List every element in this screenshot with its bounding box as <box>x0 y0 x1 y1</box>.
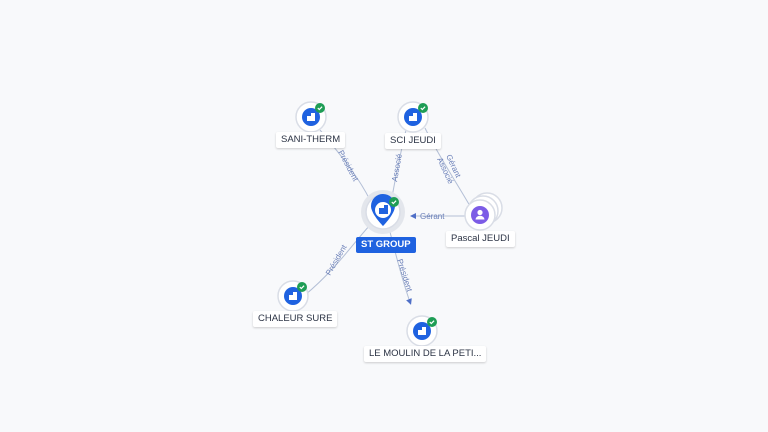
node-le-moulin[interactable] <box>406 315 438 347</box>
node-label-center[interactable]: ST GROUP <box>356 237 416 253</box>
edge-label-center-moulin: Président <box>395 258 414 294</box>
node-sani-therm[interactable] <box>295 101 327 133</box>
edge-label-center-sci: Associé <box>390 153 404 183</box>
edge-label-center-chaleur: Président <box>324 243 349 277</box>
node-label-le-moulin[interactable]: LE MOULIN DE LA PETI... <box>364 346 487 362</box>
node-sci-jeudi[interactable] <box>397 101 429 133</box>
company-icon <box>418 327 426 335</box>
edge-label-center-sani: Président <box>336 149 360 184</box>
node-label-sci-jeudi[interactable]: SCI JEUDI <box>385 133 441 149</box>
company-icon <box>409 113 417 121</box>
edge-label-pascal-center: Gérant <box>420 212 445 221</box>
node-label-pascal-jeudi[interactable]: Pascal JEUDI <box>446 231 515 247</box>
edge-center-chaleur <box>304 224 371 296</box>
node-label-sani-therm[interactable]: SANI-THERM <box>276 132 346 148</box>
node-center[interactable] <box>361 190 405 234</box>
company-icon <box>289 292 297 300</box>
node-label-chaleur-sure[interactable]: CHALEUR SURE <box>253 311 338 327</box>
company-icon <box>307 113 315 121</box>
company-icon <box>379 205 388 214</box>
node-pascal-jeudi[interactable] <box>464 192 503 231</box>
node-chaleur-sure[interactable] <box>277 280 309 312</box>
person-icon <box>475 209 485 220</box>
